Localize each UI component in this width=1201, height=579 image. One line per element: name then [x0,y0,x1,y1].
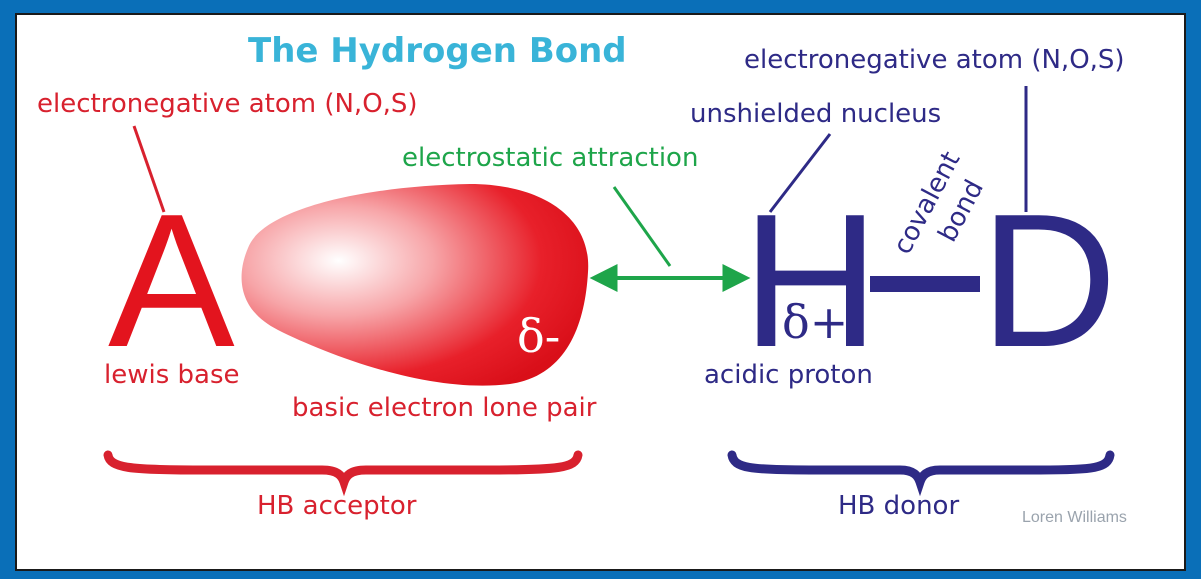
acceptor-atom-letter: A [108,175,235,387]
donor-atom-note: electronegative atom (N,O,S) [744,45,1125,75]
diagram-title: The Hydrogen Bond [248,31,627,71]
interaction-pointer [612,186,672,267]
diagram-panel [15,13,1186,571]
interaction-label: electrostatic attraction [402,143,698,173]
acceptor-atom-pointer [132,125,166,213]
lone-pair-lobe [241,184,589,386]
acceptor-group-label: HB acceptor [257,491,417,521]
proton-note: unshielded nucleus [690,99,941,129]
acceptor-atom-label: lewis base [104,360,240,390]
proton-charge: δ+ [782,295,848,349]
proton-letter: H [742,175,879,387]
donor-atom-letter: D [980,175,1117,387]
lone-pair-label: basic electron lone pair [292,393,597,423]
acceptor-atom-note: electronegative atom (N,O,S) [37,89,418,119]
credit-text: Loren Williams [1022,509,1127,526]
acceptor-brace [103,450,583,497]
lone-pair-charge: δ- [517,309,560,363]
proton-label: acidic proton [704,360,873,390]
donor-group-label: HB donor [838,491,959,521]
donor-brace [727,450,1115,497]
proton-pointer [768,133,832,213]
